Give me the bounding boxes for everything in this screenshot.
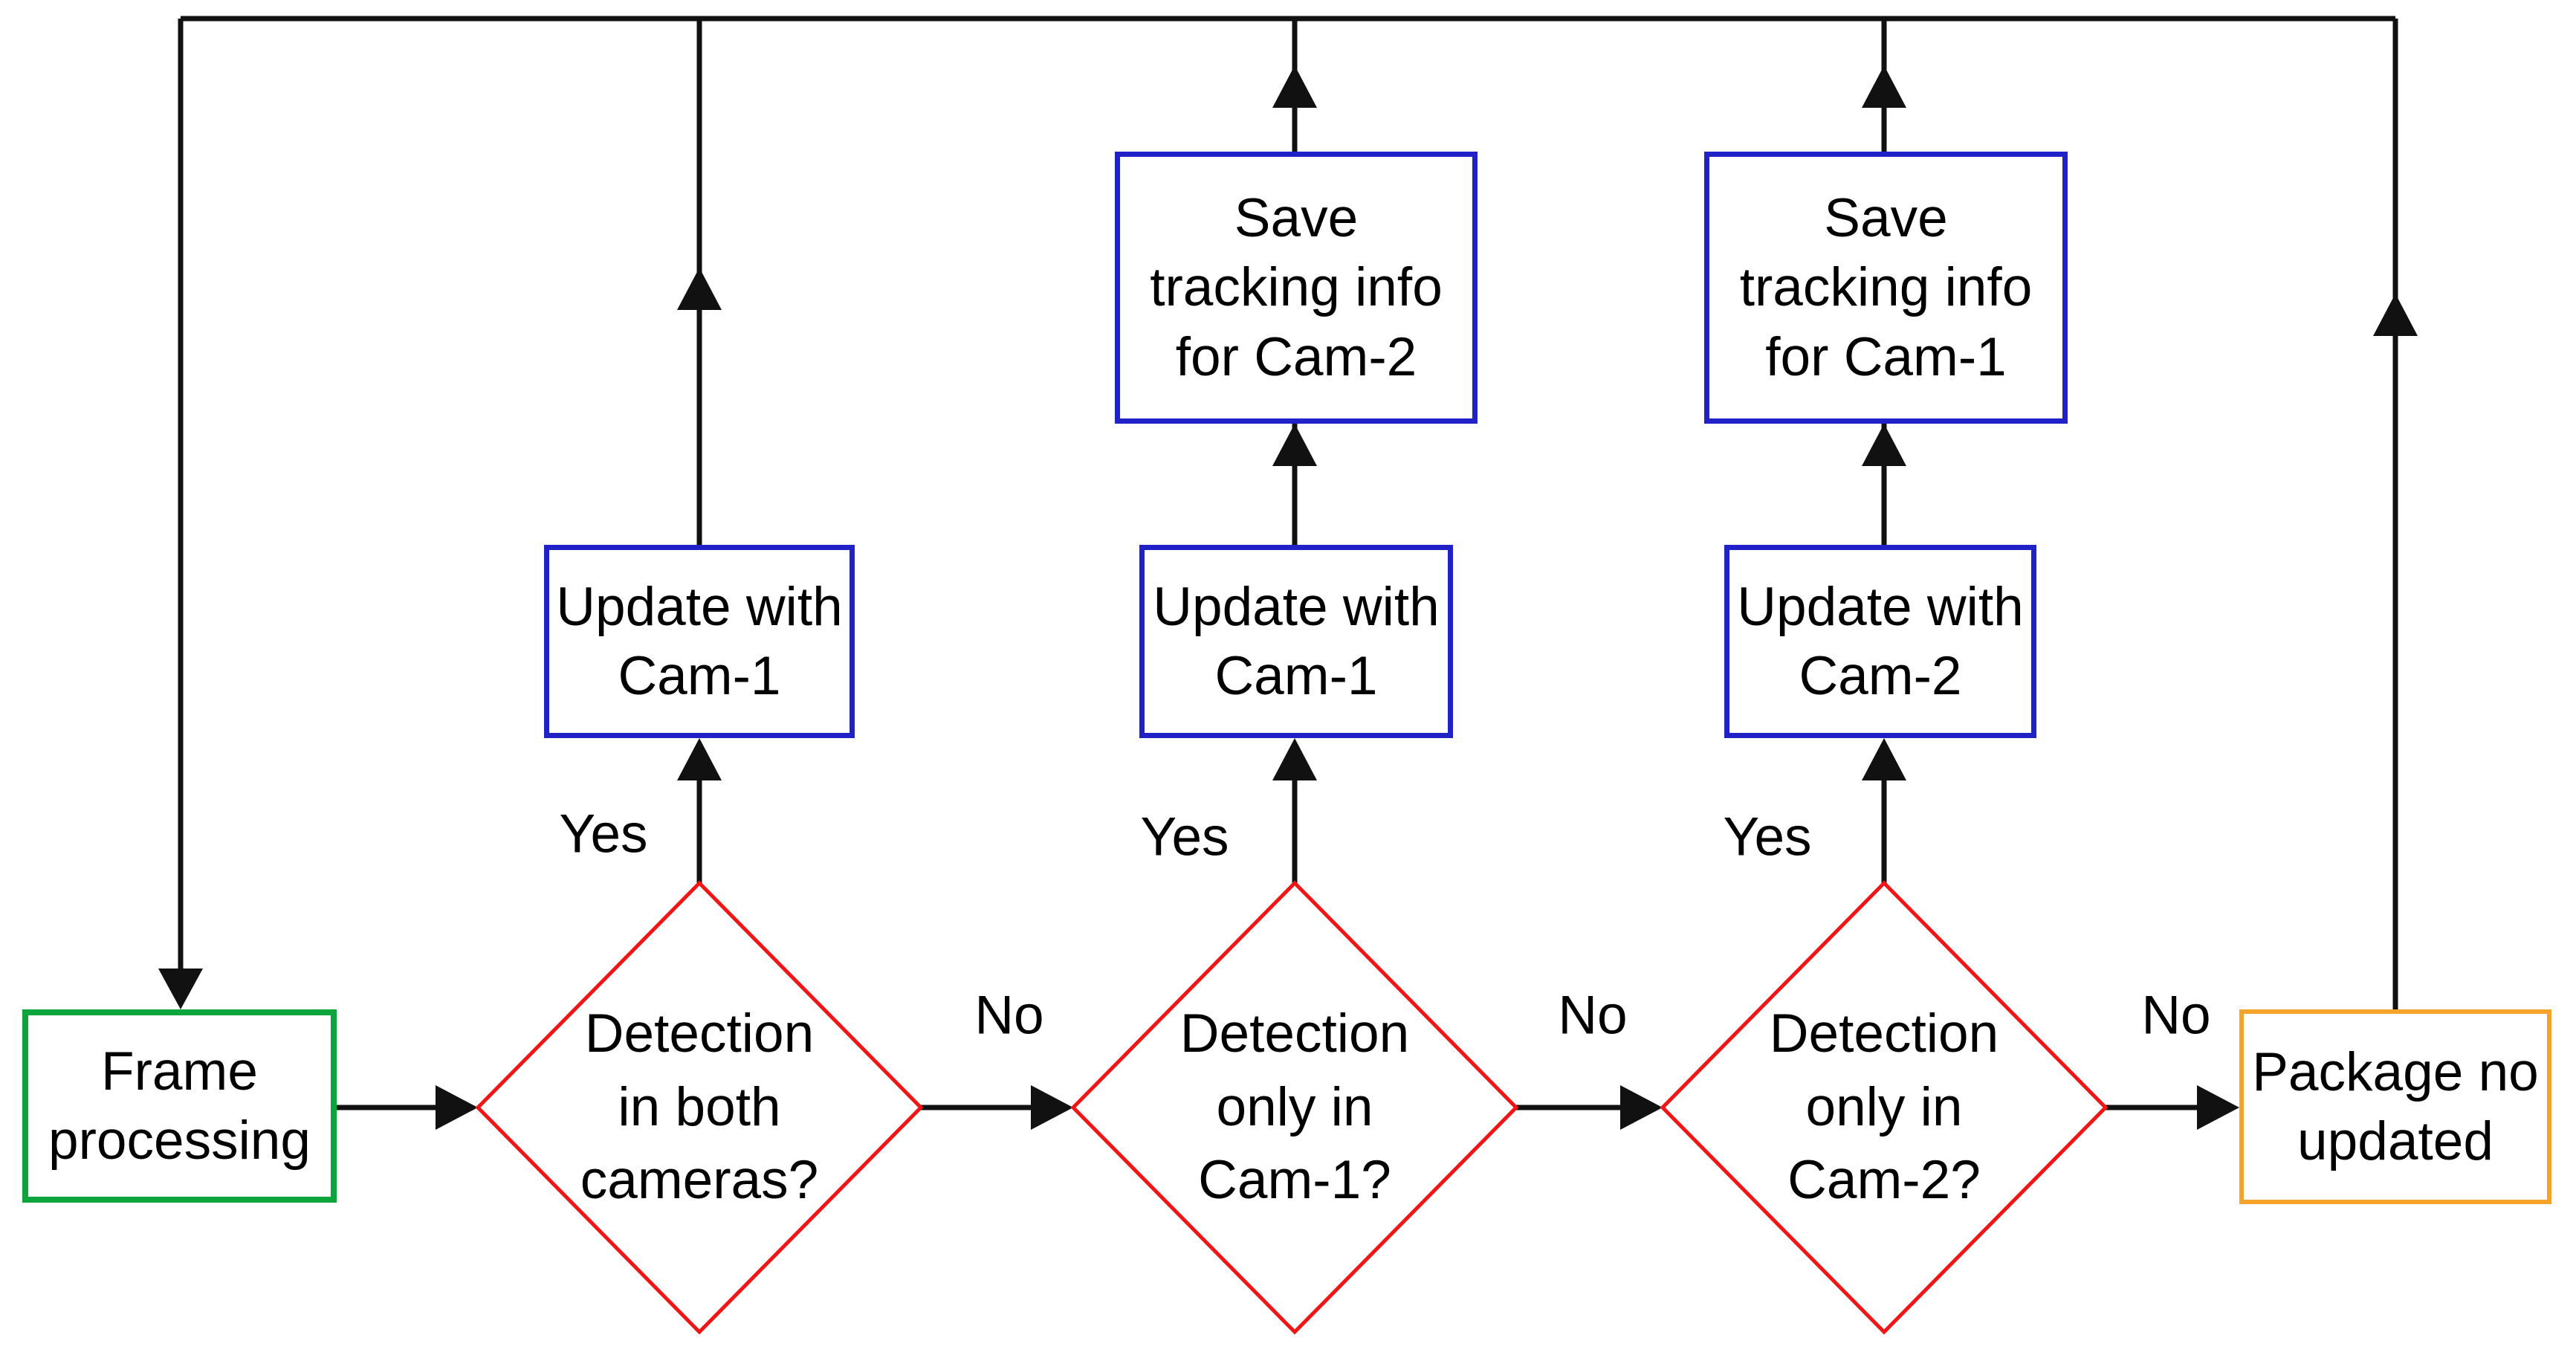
edge-label-no-2: No <box>1558 985 1628 1046</box>
arrowhead-yes3 <box>1862 738 1906 780</box>
edge-label-no-1: No <box>974 985 1044 1046</box>
arrowhead-up-colC <box>1862 65 1906 108</box>
arrowhead-down-frame <box>158 969 203 1009</box>
node-update-with-cam1-a: Update with Cam-1 <box>544 545 855 738</box>
edge-label-yes-1: Yes <box>559 804 648 864</box>
arrowhead-d3 <box>1620 1085 1663 1130</box>
edge-label-yes-2: Yes <box>1140 806 1229 867</box>
arrowhead-package <box>2197 1085 2239 1130</box>
arrowhead-up-colA <box>677 268 722 310</box>
arrowhead-up-colB <box>1272 65 1317 108</box>
edge-label-no-3: No <box>2141 985 2211 1046</box>
node-save-tracking-info-cam1: Save tracking info for Cam-1 <box>1704 152 2068 424</box>
decision-detection-both-shape <box>475 880 924 1335</box>
arrowhead-d1 <box>436 1085 478 1130</box>
node-update-with-cam1-b: Update with Cam-1 <box>1139 545 1453 738</box>
decision-detection-cam2-shape <box>1660 880 2109 1335</box>
arrowhead-save2 <box>1862 424 1906 466</box>
decision-detection-cam1-shape <box>1070 880 1519 1335</box>
arrowhead-d2 <box>1031 1085 1073 1130</box>
arrowhead-save1 <box>1272 424 1317 466</box>
arrowhead-up-right <box>2373 294 2418 336</box>
decision-detection-both-label: Detection in both cameras? <box>580 1003 819 1211</box>
arrowhead-yes2 <box>1272 738 1317 780</box>
node-frame-processing: Frame processing <box>22 1009 337 1203</box>
arrowhead-yes1 <box>677 738 722 780</box>
decision-detection-only-cam2-label: Detection only in Cam-2? <box>1769 1003 1999 1211</box>
node-save-tracking-info-cam2: Save tracking info for Cam-2 <box>1115 152 1478 424</box>
decision-detection-only-cam1-label: Detection only in Cam-1? <box>1179 1003 1410 1211</box>
edge-label-yes-3: Yes <box>1723 806 1812 867</box>
node-package-no-updated: Package no updated <box>2239 1009 2551 1204</box>
node-update-with-cam2: Update with Cam-2 <box>1724 545 2036 738</box>
